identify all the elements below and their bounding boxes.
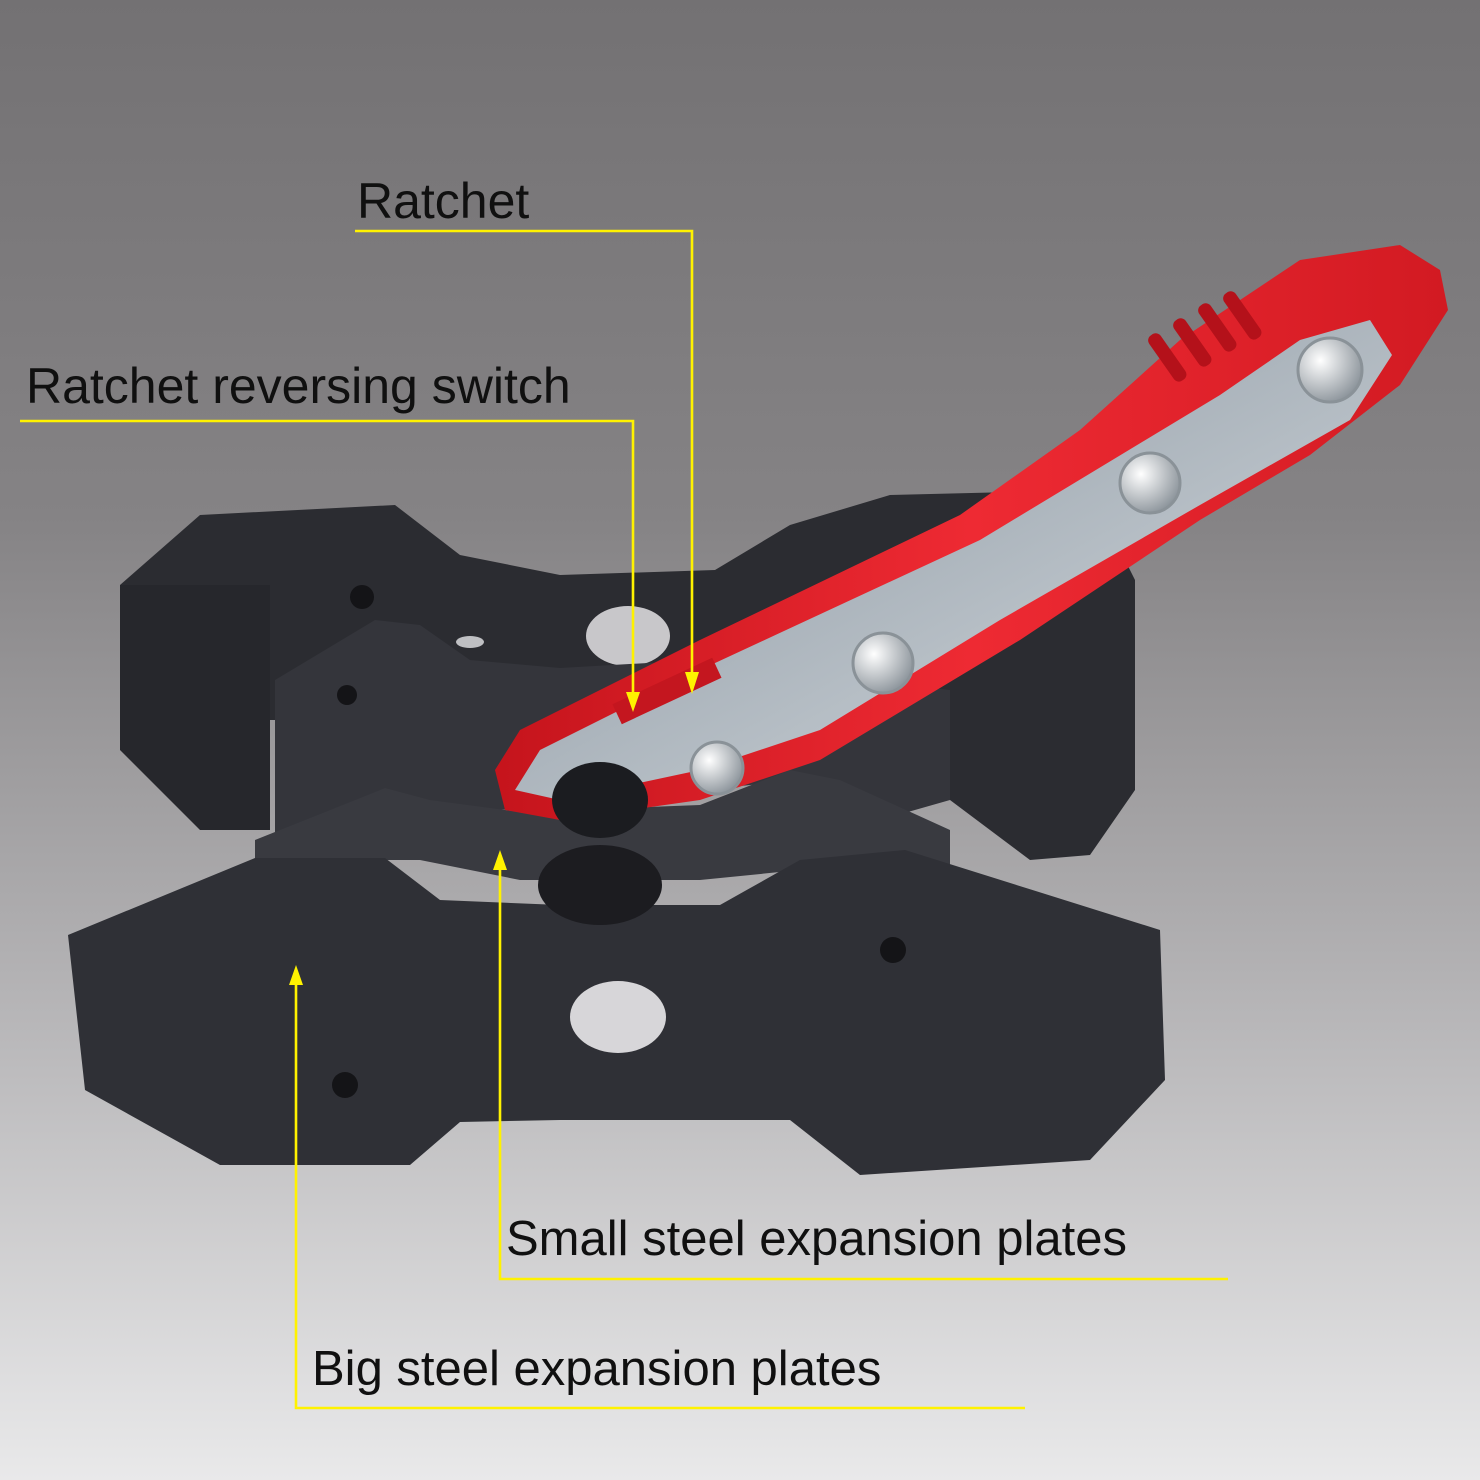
ratchet-label: Ratchet: [357, 173, 530, 229]
small-steel-expansion-plates-label: Small steel expansion plates: [506, 1212, 1128, 1266]
ratchet-handle: [495, 245, 1448, 838]
small-plates-arrow-icon: [493, 850, 507, 870]
switch-arrow-icon: [626, 692, 640, 712]
big-plates-arrow-icon: [289, 965, 303, 985]
big-steel-expansion-plates-label: Big steel expansion plates: [312, 1342, 882, 1396]
big-plates-leader: [294, 977, 1025, 1410]
leader-lines: [20, 229, 1228, 1410]
small-plates-leader: [498, 862, 1228, 1281]
switch-leader: [20, 419, 635, 698]
ratchet-reversing-switch-label: Ratchet reversing switch: [26, 358, 571, 414]
front-big-plate: [68, 845, 1165, 1175]
ratchet-leader: [355, 229, 694, 678]
leader-arrowheads: [289, 672, 699, 985]
ratchet-arrow-icon: [685, 672, 699, 694]
